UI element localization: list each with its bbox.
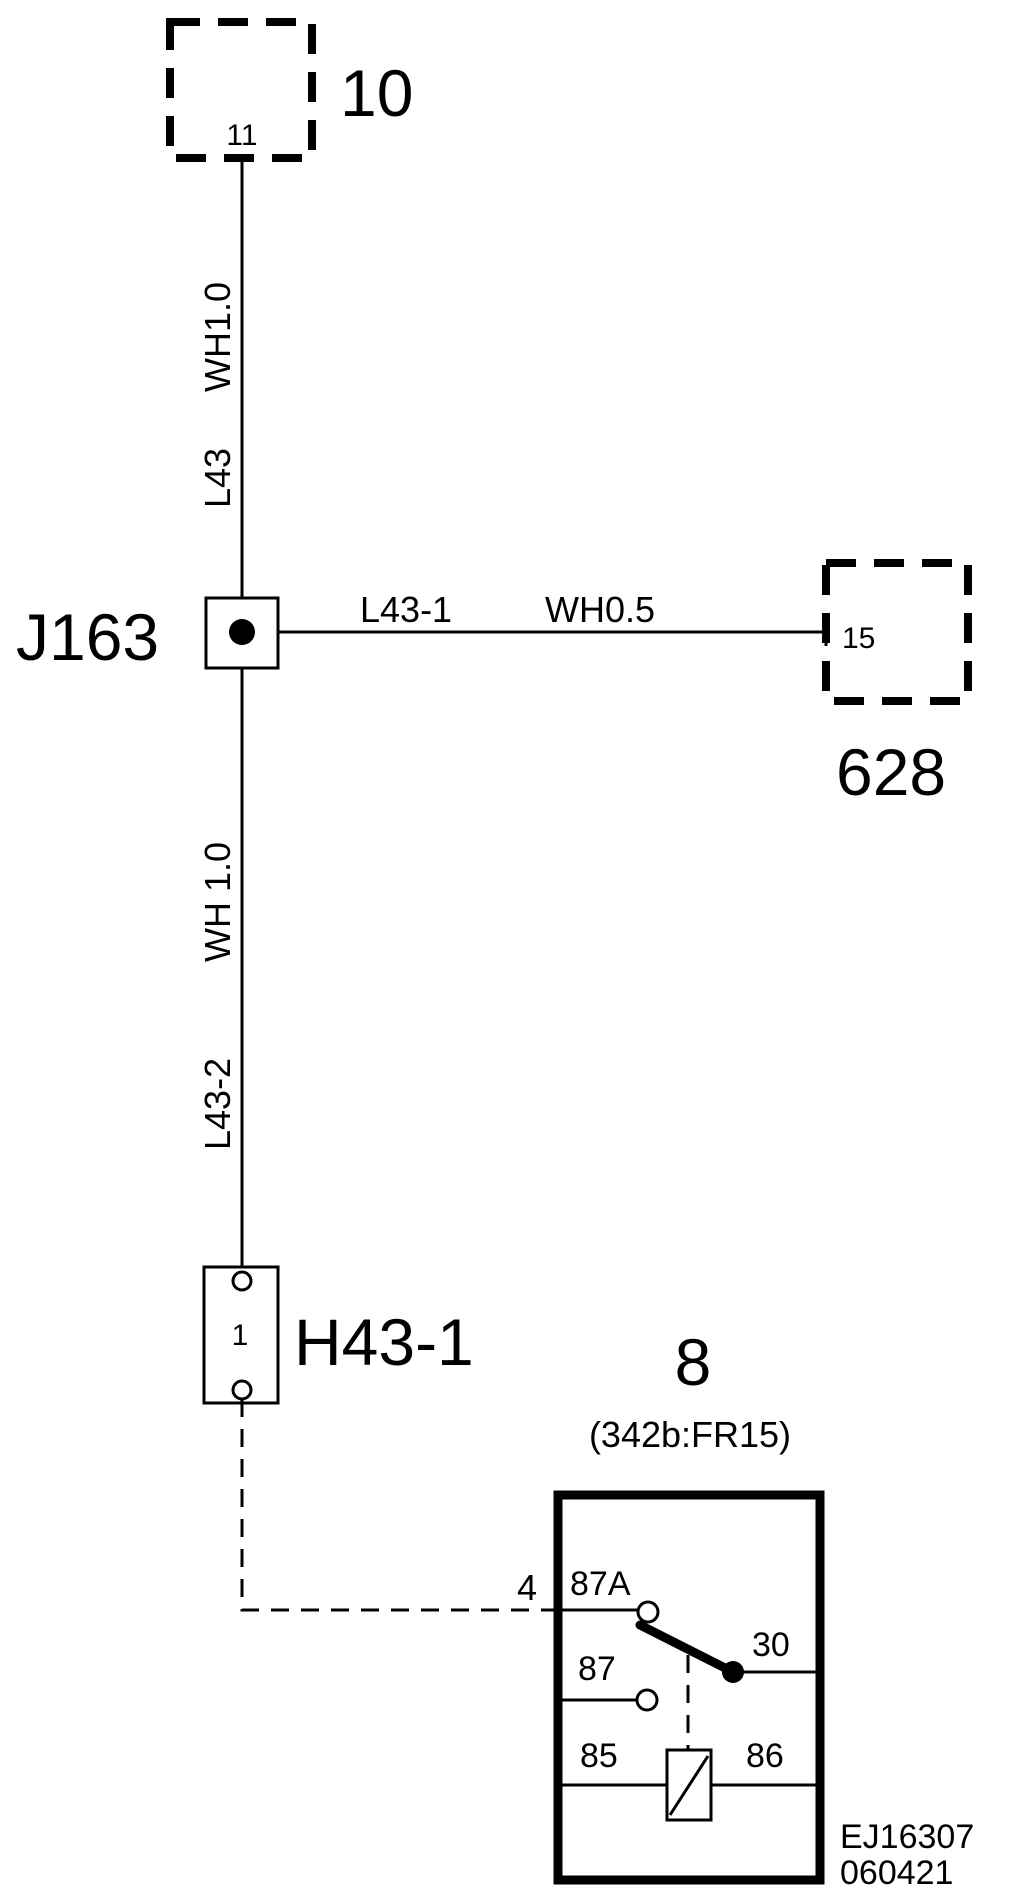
component-10-pin: 11 bbox=[226, 119, 257, 152]
connector-h43-1-label: H43-1 bbox=[294, 1305, 474, 1379]
wire-l43-spec: WH1.0 bbox=[197, 282, 238, 392]
relay-terminal-87: 87 bbox=[578, 1650, 616, 1688]
wire-l43-2-id: L43-2 bbox=[197, 1058, 238, 1150]
relay-terminal-87a: 87A bbox=[570, 1565, 631, 1603]
component-10: 10 11 bbox=[166, 18, 413, 162]
relay-87a-contact bbox=[636, 1600, 660, 1624]
junction-j163-dot bbox=[229, 619, 255, 645]
relay-coil-diagonal bbox=[668, 1755, 710, 1816]
component-10-label: 10 bbox=[340, 56, 413, 130]
component-628-box bbox=[822, 559, 972, 705]
connector-h43-1: 1 H43-1 bbox=[202, 1265, 474, 1405]
relay-switch-arm bbox=[635, 1620, 738, 1677]
wire-l43-1-id: L43-1 bbox=[360, 589, 452, 630]
component-628-label: 628 bbox=[836, 735, 946, 809]
relay-input-pin: 4 bbox=[517, 1567, 537, 1608]
wire-l43-id: L43 bbox=[197, 448, 238, 508]
relay-8-ref: (342b:FR15) bbox=[589, 1414, 791, 1455]
relay-8-box bbox=[553, 1490, 825, 1885]
junction-j163-label: J163 bbox=[16, 600, 159, 674]
relay-87-contact bbox=[635, 1688, 659, 1712]
relay-terminal-30: 30 bbox=[752, 1626, 790, 1664]
wire-dashed-to-relay bbox=[240, 1399, 558, 1612]
connector-h43-1-pin: 1 bbox=[232, 1319, 249, 1352]
connector-h43-1-pin-bottom bbox=[231, 1379, 253, 1401]
wire-l43-1-spec: WH0.5 bbox=[545, 589, 655, 630]
relay-8-label: 8 bbox=[675, 1325, 712, 1399]
junction-j163: J163 bbox=[16, 596, 280, 674]
relay-terminal-85: 85 bbox=[580, 1737, 618, 1775]
component-628-pin: 15 bbox=[842, 622, 875, 655]
connector-h43-1-pin-top bbox=[231, 1270, 253, 1292]
drawing-ref-line1: EJ16307 bbox=[840, 1818, 974, 1856]
wire-l43-2-spec: WH 1.0 bbox=[197, 842, 238, 962]
drawing-ref-line2: 060421 bbox=[840, 1854, 953, 1890]
relay-8: 8 (342b:FR15) 4 87A 30 87 85 86 bbox=[517, 1325, 825, 1885]
relay-terminal-86: 86 bbox=[746, 1737, 784, 1775]
component-628: 15 628 bbox=[822, 559, 972, 809]
